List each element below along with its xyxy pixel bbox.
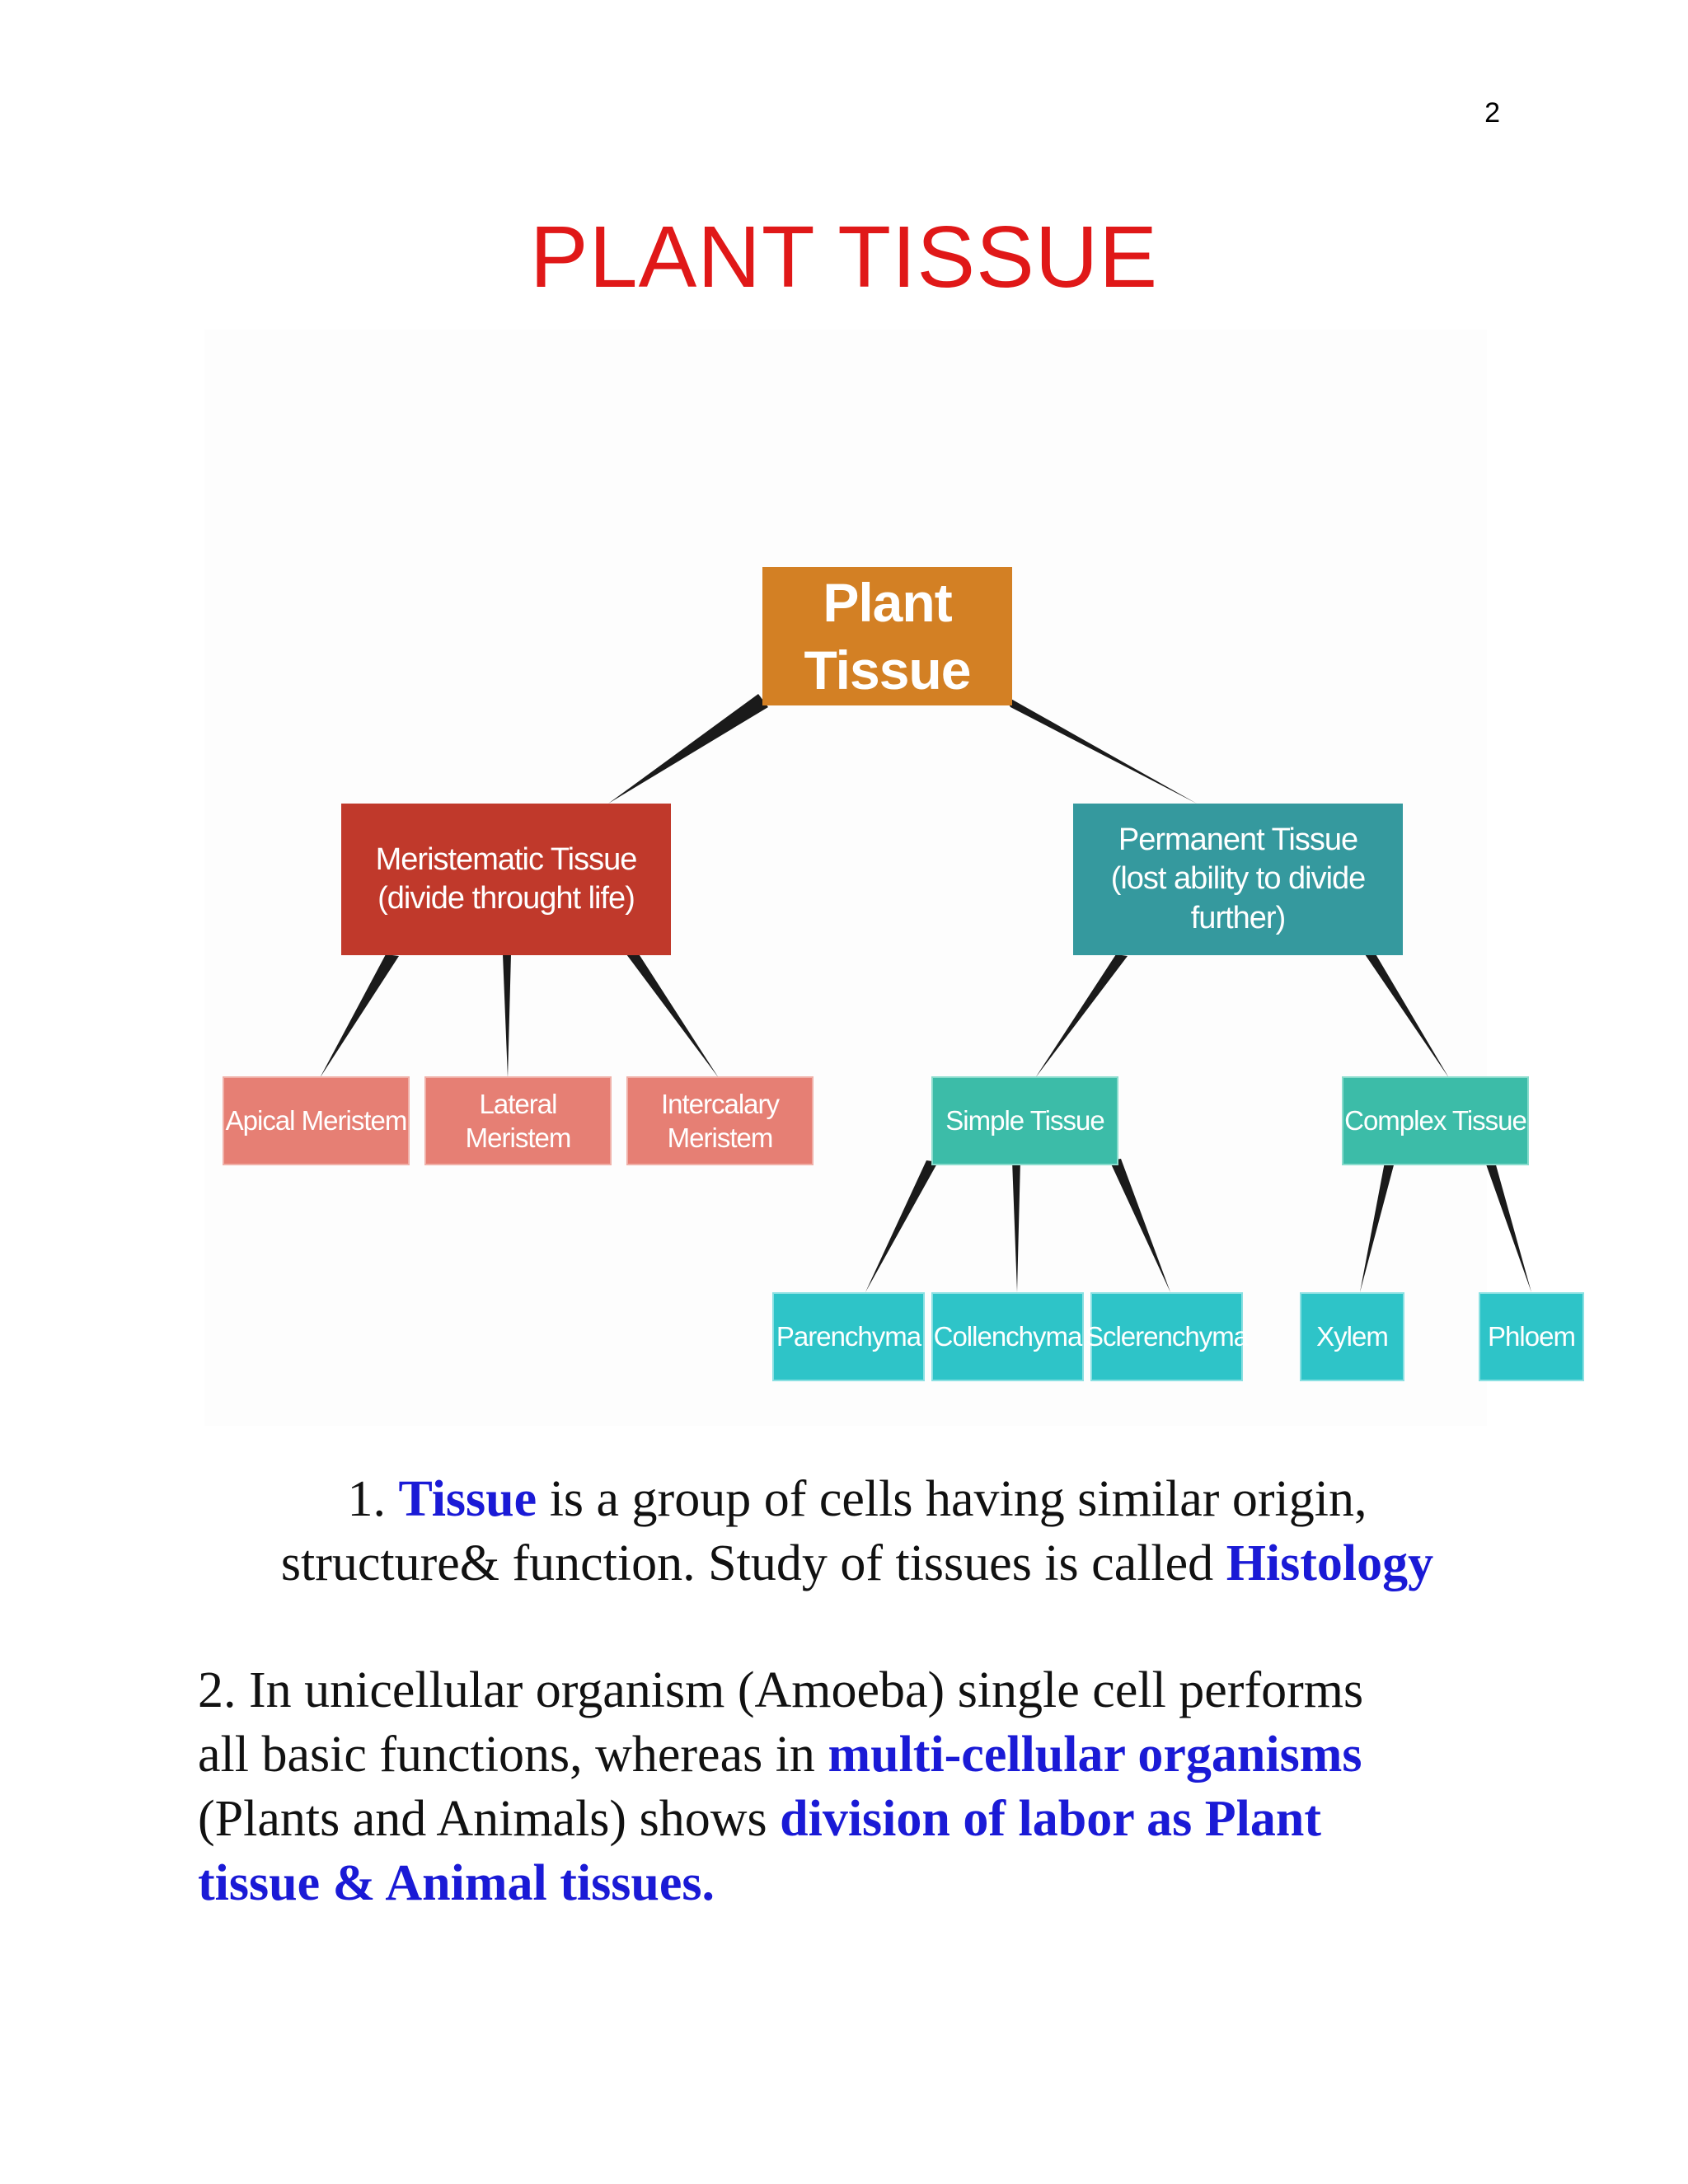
connector-permanent-complex — [1365, 953, 1449, 1078]
paragraph-text: structure& function. Study of tissues is… — [280, 1535, 1226, 1591]
paragraph-text: (Plants and Animals) shows — [198, 1791, 781, 1847]
node-permanent-tissue: Permanent Tissue (lost ability to divide… — [1073, 804, 1403, 955]
node-label: Collenchyma — [933, 1321, 1083, 1352]
node-complex-tissue: Complex Tissue — [1342, 1076, 1529, 1165]
node-lateral-meristem: Lateral Meristem — [424, 1076, 612, 1165]
node-label: Xylem — [1316, 1321, 1389, 1352]
node-label: Simple Tissue — [945, 1105, 1104, 1137]
node-label-line2: (divide throught life) — [377, 881, 635, 916]
node-label: Lateral Meristem — [465, 1088, 572, 1153]
node-label-line1: Permanent Tissue — [1118, 822, 1358, 857]
node-sclerenchyma: Sclerenchyma — [1085, 1292, 1249, 1381]
node-meristematic-tissue: Meristematic Tissue (divide throught lif… — [341, 804, 671, 955]
node-apical-meristem: Apical Meristem — [223, 1076, 410, 1165]
connector-meristematic-apical — [320, 954, 399, 1078]
page-number: 2 — [1484, 97, 1500, 129]
paragraph-1: 1. Tissue is a group of cells having sim… — [198, 1467, 1517, 1596]
highlight-division-of-labor: division of labor as Plant — [780, 1791, 1321, 1847]
connector-complex-xylem — [1360, 1162, 1395, 1292]
paragraph-2-line-4: tissue & Animal tissues. — [198, 1855, 715, 1911]
node-label: Apical Meristem — [225, 1105, 408, 1137]
term-histology: Histology — [1226, 1535, 1434, 1591]
node-label: Complex Tissue — [1344, 1105, 1527, 1137]
node-label: Intercalary Meristem — [660, 1088, 780, 1153]
paragraph-1-line-1: 1. Tissue is a group of cells having sim… — [198, 1467, 1517, 1531]
node-label-line2: (lost ability to divide further) — [1110, 861, 1367, 935]
paragraph-2: 2. In unicellular organism (Amoeba) sing… — [198, 1658, 1517, 1915]
paragraph-1-line-2: structure& function. Study of tissues is… — [198, 1531, 1517, 1596]
paragraph-2-line-3: (Plants and Animals) shows division of l… — [198, 1787, 1517, 1851]
paragraph-2-line-2: all basic functions, whereas in multi-ce… — [198, 1722, 1517, 1787]
node-parenchyma: Parenchyma — [772, 1292, 925, 1381]
connector-simple-parenchyma — [865, 1160, 938, 1292]
node-label: Plant Tissue — [804, 571, 972, 701]
list-number: 1. — [347, 1471, 399, 1527]
node-label: Parenchyma — [776, 1321, 921, 1352]
term-tissue: Tissue — [398, 1471, 537, 1527]
paragraph-2-line-1: 2. In unicellular organism (Amoeba) sing… — [198, 1662, 1364, 1718]
node-label: Phloem — [1488, 1321, 1576, 1352]
node-label: Sclerenchyma — [1085, 1321, 1249, 1352]
connector-root-permanent — [1002, 694, 1197, 804]
highlight-multicellular: multi-cellular organisms — [828, 1727, 1362, 1783]
paragraph-text: all basic functions, whereas in — [198, 1727, 828, 1783]
connector-simple-sclerenchyma — [1109, 1159, 1170, 1292]
node-label-line1: Meristematic Tissue — [375, 841, 638, 877]
connector-meristematic-lateral — [503, 954, 511, 1078]
paragraph-text: is a group of cells having similar origi… — [537, 1471, 1367, 1527]
node-simple-tissue: Simple Tissue — [931, 1076, 1118, 1165]
connector-meristematic-intercalary — [626, 953, 719, 1078]
connector-root-meristematic — [608, 694, 768, 804]
node-xylem: Xylem — [1300, 1292, 1404, 1381]
connector-permanent-simple — [1035, 954, 1128, 1078]
node-intercalary-meristem: Intercalary Meristem — [626, 1076, 814, 1165]
connector-simple-collenchyma — [1012, 1160, 1020, 1292]
page-title: PLANT TISSUE — [529, 209, 1159, 306]
connector-complex-phloem — [1485, 1162, 1531, 1292]
node-collenchyma: Collenchyma — [931, 1292, 1084, 1381]
node-phloem: Phloem — [1479, 1292, 1584, 1381]
node-plant-tissue: Plant Tissue — [762, 567, 1012, 705]
